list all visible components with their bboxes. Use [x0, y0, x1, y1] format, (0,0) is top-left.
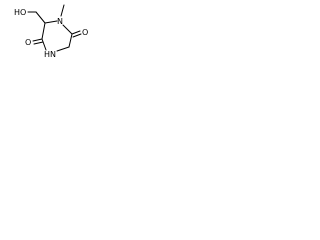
bond-c5-o-a — [71, 30, 81, 35]
bond-c3-ch2 — [35, 11, 46, 24]
structure-svg: HO N HN O O — [14, 4, 88, 59]
bond-c6-n1 — [56, 46, 70, 52]
atom-label-hydroxyl: HO — [14, 8, 26, 17]
bond-c2-o-b — [33, 41, 44, 45]
atom-label-n-amide: HN — [44, 50, 56, 59]
bond-c5-c6 — [68, 33, 73, 48]
bond-n4-methyl — [60, 4, 65, 17]
molecule-diagram: HO N HN O O — [0, 0, 102, 66]
bond-c5-o-b — [72, 33, 82, 38]
bond-c3-n4 — [44, 20, 58, 24]
bond-c2-c3 — [41, 22, 46, 40]
atom-label-carbonyl-o-left: O — [25, 38, 31, 47]
bond-n1-c2 — [41, 38, 47, 51]
atom-label-carbonyl-o-right: O — [82, 28, 88, 37]
bond-c2-o-a — [32, 38, 43, 42]
bond-n4-c5 — [62, 24, 73, 35]
atom-label-n-methyl: N — [57, 17, 63, 26]
